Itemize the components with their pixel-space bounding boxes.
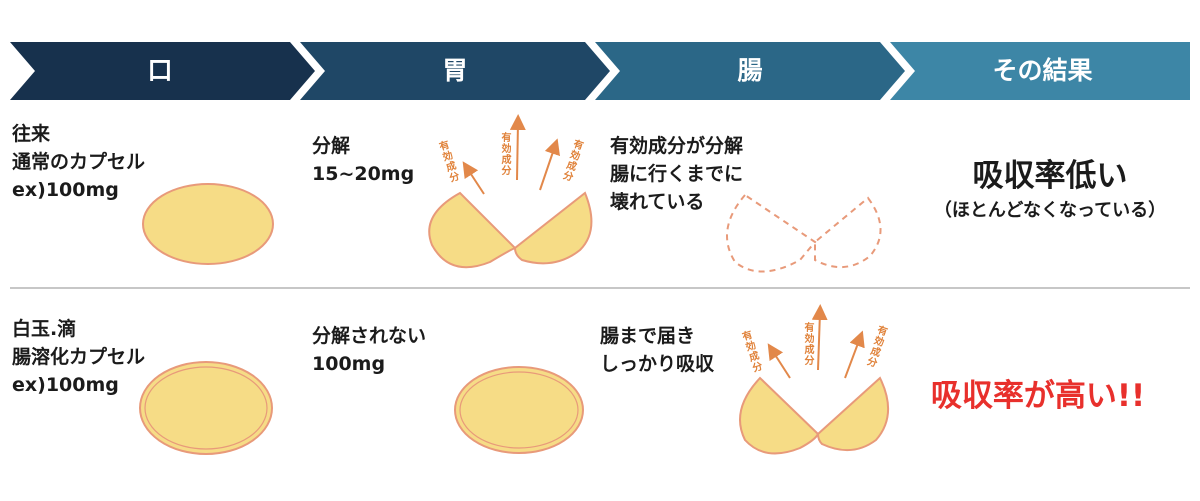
row1-dissolved-capsule-left — [726, 193, 817, 273]
row1-intact-capsule — [142, 183, 274, 265]
step-stomach-label: 胃 — [442, 56, 468, 85]
step-intestine-chevron — [595, 42, 905, 100]
row1-dissolved-capsule-right — [814, 196, 882, 268]
step-intestine-label: 腸 — [737, 56, 763, 85]
row2-broken-capsule-left — [739, 376, 820, 455]
row2-stomach-text: 分解されない 100mg — [312, 325, 427, 375]
header-chevrons — [10, 42, 1190, 100]
row2-intestine-text: 腸まで届き しっかり吸収 — [600, 325, 715, 375]
row2-mouth-text: 白玉.滴 腸溶化カプセル ex)100mg — [12, 318, 146, 396]
row1-result: 吸収率低い — [972, 158, 1128, 194]
row1-stomach-arrow-1 — [462, 161, 485, 195]
step-mouth-chevron — [10, 42, 315, 100]
row1-mouth-text: 往来 通常のカプセル ex)100mg — [12, 123, 146, 201]
step-result-chevron — [890, 42, 1190, 100]
row2-stomach-capsule-inner — [459, 371, 579, 449]
step-result-label: その結果 — [992, 56, 1093, 85]
row1-intestine-text: 有効成分が分解 腸に行くまでに 壊れている — [610, 135, 744, 213]
row2-result: 吸収率が高い!! — [930, 378, 1146, 414]
row2-enteric-capsule-inner — [144, 366, 268, 450]
row2-intestine-arrow-1 — [767, 343, 791, 379]
row1-broken-capsule-right — [513, 191, 593, 265]
row2-intestine-arrow-3 — [844, 330, 865, 379]
row2-arrow-label-2: 有効成分 — [802, 322, 813, 366]
step-mouth-label: 口 — [147, 56, 173, 85]
row1-stomach-arrow-2 — [509, 114, 526, 181]
row2-enteric-capsule — [139, 361, 273, 455]
step-stomach-chevron — [300, 42, 610, 100]
row1-arrow-label-2: 有効成分 — [499, 132, 510, 176]
row2-stomach-capsule — [454, 366, 584, 454]
row-divider — [10, 287, 1190, 289]
row2-broken-capsule-right — [816, 376, 890, 451]
row1-result-sub: （ほとんどなくなっている） — [933, 200, 1167, 221]
row1-broken-capsule-left — [428, 191, 517, 269]
row2-intestine-arrow-2 — [811, 304, 828, 371]
row1-stomach-arrow-3 — [539, 138, 560, 191]
row1-stomach-text: 分解 15~20mg — [312, 135, 415, 185]
